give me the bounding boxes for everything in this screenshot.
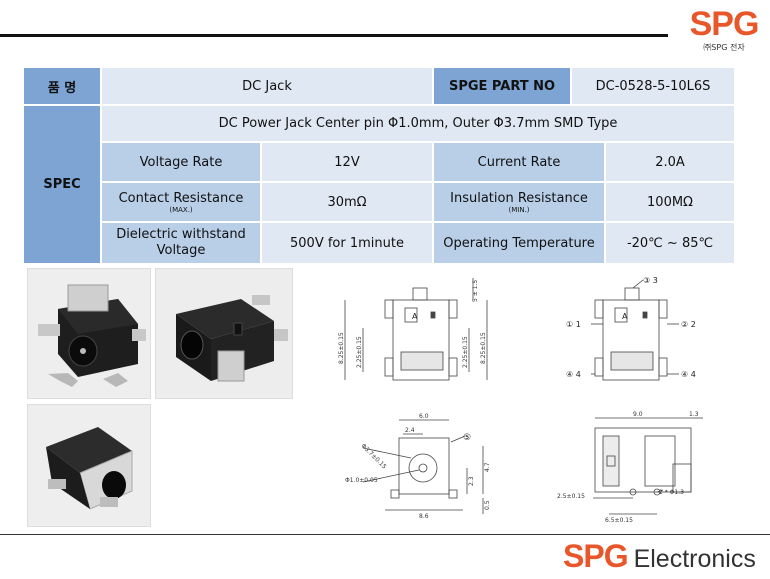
spec-label: SPEC (22, 104, 102, 265)
dim-6-0: 6.0 (419, 413, 429, 420)
dim-phi-3-7: Φ3.7±0.15 (360, 442, 388, 470)
contact-resistance-value: 30mΩ (259, 181, 435, 223)
spec-row: Voltage Rate 12V Current Rate 2.0A (23, 141, 737, 183)
dc-jack-photo-side (156, 269, 292, 398)
product-photo-angled (27, 404, 151, 527)
pin-3-label: ③ 3 (643, 276, 658, 285)
product-photo-front (27, 268, 151, 399)
dc-jack-photo-front (28, 269, 150, 398)
dim-2-3: 2.3 (468, 476, 475, 486)
insulation-resistance-value: 100MΩ (604, 181, 737, 223)
pin-4-right-label: ④ 4 (681, 370, 696, 379)
dc-jack-photo-angled (28, 405, 150, 526)
dim-6-5: 6.5±0.15 (605, 517, 633, 524)
dim-8-6: 8.6 (419, 513, 429, 520)
header-rule (0, 34, 668, 37)
dim-8-25-left: 8.25±0.15 (338, 332, 345, 364)
voltage-rate-value: 12V (259, 141, 435, 183)
part-no-value: DC-0528-5-10L6S (570, 66, 737, 106)
dielectric-voltage-label: Dielectric withstand Voltage (100, 221, 262, 265)
product-name-label: 품 명 (22, 66, 102, 106)
drawing-side-view: 9.0 1.3 2.5±0.15 2 * Φ1.3 6.5±0.15 (557, 411, 703, 524)
contact-resistance-label: Contact Resistance(MAX.) (100, 181, 262, 223)
dim-0-5: 0.5 (484, 500, 491, 510)
footer-rule (0, 534, 770, 535)
current-rate-label: Current Rate (432, 141, 607, 183)
footer-logo: SPG Electronics (563, 538, 756, 576)
dim-2-phi-1-3: 2 * Φ1.3 (659, 489, 684, 496)
dim-phi-1-0: Φ1.0±0.05 (345, 477, 378, 484)
spec-row: Dielectric withstand Voltage 500V for 1m… (23, 221, 737, 265)
pin-mark-a: A (622, 312, 628, 321)
pin-1-label: ① 1 (566, 320, 581, 329)
dielectric-voltage-value: 500V for 1minute (259, 221, 435, 265)
logo-brand: SPG (689, 5, 760, 43)
pin-5-label: ⑤ (463, 433, 471, 443)
dim-8-25-right: 8.25±0.15 (480, 332, 487, 364)
logo-subtitle: ㈜SPG 전자 (703, 43, 745, 52)
operating-temperature-label: Operating Temperature (432, 221, 607, 265)
operating-temperature-value: -20℃ ~ 85℃ (604, 221, 737, 265)
insulation-resistance-label: Insulation Resistance(MIN.) (432, 181, 607, 223)
dim-9-0: 9.0 (633, 411, 643, 418)
product-photo-side (155, 268, 293, 399)
spec-description: DC Power Jack Center pin Φ1.0mm, Outer Φ… (99, 104, 737, 143)
part-no-label: SPGE PART NO (432, 66, 573, 106)
dim-2-4: 2.4 (405, 427, 415, 434)
dim-2-25-left: 2.25±0.15 (356, 336, 363, 368)
dim-2-25-right: 2.25±0.15 (462, 336, 469, 368)
footer-logo-brand: SPG (563, 538, 629, 574)
drawing-pinout-view: A ① 1 ② 2 ③ 3 ④ 4 ④ 4 (566, 276, 696, 381)
pin-2-label: ② 2 (681, 320, 696, 329)
mark-a-text: A (412, 312, 418, 321)
dim-5-1-5: 5 ± 1.5 (472, 280, 479, 302)
current-rate-value: 2.0A (604, 141, 737, 183)
spec-row: Contact Resistance(MAX.) 30mΩ Insulation… (23, 181, 737, 223)
footer-logo-word: Electronics (633, 545, 756, 573)
dim-4-7: 4.7 (484, 462, 491, 472)
voltage-rate-label: Voltage Rate (100, 141, 262, 183)
spg-logo: SPG ㈜SPG 전자 (684, 4, 764, 62)
drawing-front-view: 6.0 2.4 Φ3.7±0.15 Φ1.0±0.05 4.7 2.3 8.6 … (345, 413, 491, 520)
spec-table: 품 명 DC Jack SPGE PART NO DC-0528-5-10L6S… (22, 66, 737, 265)
pin-4-left-label: ④ 4 (566, 370, 581, 379)
product-name-value: DC Jack (99, 66, 435, 106)
dim-2-5: 2.5±0.15 (557, 493, 585, 500)
dim-1-3: 1.3 (689, 411, 699, 418)
drawing-top-view: A 8.25±0.15 2.25±0.15 2.25±0.15 8.25±0.1… (338, 278, 488, 381)
